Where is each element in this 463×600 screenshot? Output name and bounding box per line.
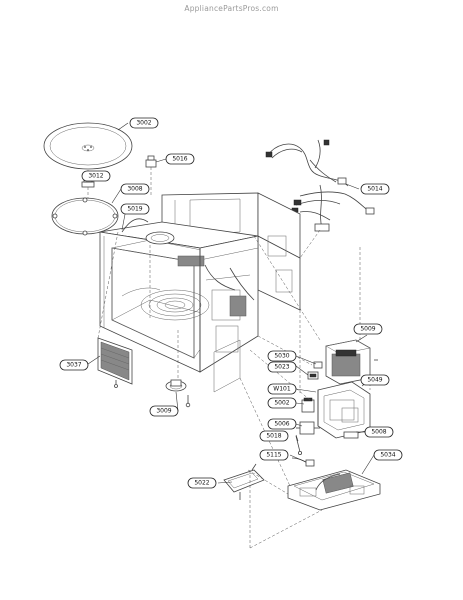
- part-label-5022: 5022: [187, 477, 217, 489]
- part-number-3008: 3008: [127, 186, 142, 193]
- part-number-5016: 5016: [172, 156, 187, 163]
- part-label-5006: 5006: [267, 418, 297, 430]
- part-label-5014: 5014: [360, 183, 390, 195]
- part-label-5009: 5009: [353, 323, 383, 335]
- high-voltage-transformer: [325, 339, 378, 385]
- part-label-5115: 5115: [259, 449, 289, 461]
- part-label-3008: 3008: [120, 183, 150, 195]
- switch-bracket: [145, 155, 157, 195]
- part-number-5009: 5009: [360, 326, 375, 333]
- watermark-text: AppliancePartsPros.com: [184, 4, 279, 13]
- part-number-5006: 5006: [274, 421, 289, 428]
- part-number-5023: 5023: [274, 364, 289, 371]
- part-number-3009: 3009: [156, 408, 171, 415]
- part-number-5115: 5115: [266, 452, 281, 459]
- part-number-3037: 3037: [66, 362, 81, 369]
- part-number-5018: 5018: [266, 433, 281, 440]
- part-label-3002: 3002: [129, 117, 159, 129]
- grille-cover: [97, 337, 133, 388]
- part-number-5049: 5049: [367, 377, 382, 384]
- part-number-3012: 3012: [88, 173, 103, 180]
- part-label-5023: 5023: [267, 361, 297, 373]
- part-number-5030: 5030: [274, 353, 289, 360]
- turntable-motor: [165, 330, 191, 408]
- part-label-5034: 5034: [373, 449, 403, 461]
- part-label-w101: W101: [267, 383, 297, 395]
- part-label-5016: 5016: [165, 153, 195, 165]
- roller-ring: [51, 187, 119, 236]
- part-label-5002: 5002: [267, 397, 297, 409]
- part-label-5019: 5019: [120, 203, 150, 215]
- part-number-w101: W101: [273, 386, 291, 393]
- part-number-5019: 5019: [127, 206, 142, 213]
- part-number-5034: 5034: [380, 452, 395, 459]
- microwave-cavity: [99, 192, 301, 393]
- part-number-5022: 5022: [194, 480, 209, 487]
- small-bracket-parts: [307, 361, 323, 380]
- part-label-5018: 5018: [259, 430, 289, 442]
- wire-harness: [265, 139, 375, 232]
- magnetron-bracket-assembly: [317, 381, 371, 439]
- part-label-5008: 5008: [364, 426, 394, 438]
- part-number-5014: 5014: [367, 186, 382, 193]
- part-label-5030: 5030: [267, 350, 297, 362]
- part-label-3009: 3009: [149, 405, 179, 417]
- part-number-3002: 3002: [136, 120, 151, 127]
- part-number-5002: 5002: [274, 400, 289, 407]
- part-label-3012: 3012: [81, 170, 111, 182]
- part-label-5049: 5049: [360, 374, 390, 386]
- mounting-bracket: [223, 463, 265, 500]
- leader-lines: [87, 122, 375, 484]
- part-number-5008: 5008: [371, 429, 386, 436]
- turntable-tray: [43, 122, 133, 170]
- part-label-3037: 3037: [59, 359, 89, 371]
- fuse-and-noise-filter: [291, 435, 315, 467]
- capacitor-and-diode: [296, 397, 320, 435]
- base-plate: [287, 469, 381, 511]
